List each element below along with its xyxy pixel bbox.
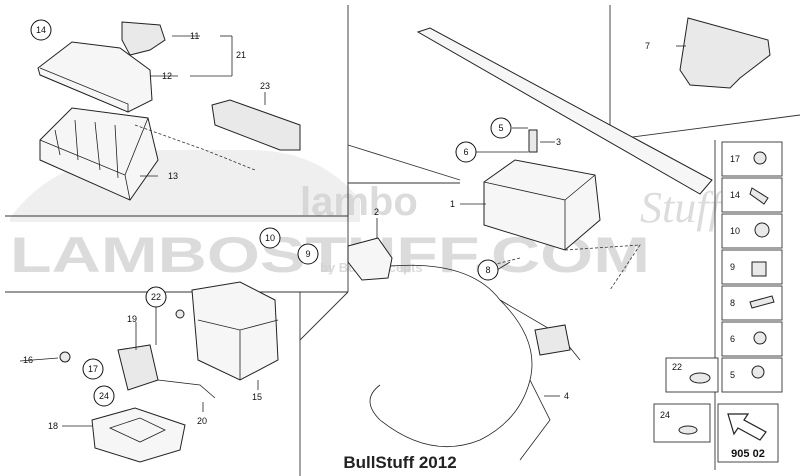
callout-13[interactable]: 13 xyxy=(168,171,178,181)
part-box-15 xyxy=(191,281,279,381)
fastener-legend: 17 14 10 9 8 6 5 22 24 905 02 xyxy=(653,141,783,463)
frame-diag-2 xyxy=(609,114,800,141)
legend-17[interactable]: 17 xyxy=(730,154,740,164)
part-battery-1 xyxy=(483,159,601,251)
callout-22[interactable]: 22 xyxy=(145,286,167,308)
callout-9[interactable]: 9 xyxy=(297,243,319,265)
svg-text:17: 17 xyxy=(88,364,98,374)
part-clip xyxy=(175,309,185,319)
callout-5[interactable]: 5 xyxy=(490,117,512,139)
direction-arrow-icon xyxy=(727,413,767,441)
frame-diag-3 xyxy=(299,291,349,341)
part-tray-13 xyxy=(39,107,159,201)
part-bolt-3 xyxy=(528,129,538,153)
callout-1[interactable]: 1 xyxy=(450,199,455,209)
svg-text:24: 24 xyxy=(99,391,109,401)
section-frames xyxy=(5,5,800,476)
callout-3[interactable]: 3 xyxy=(556,137,561,147)
part-tray-18 xyxy=(91,407,186,463)
svg-text:10: 10 xyxy=(265,233,275,243)
callout-16[interactable]: 16 xyxy=(23,355,33,365)
part-rail xyxy=(416,27,713,195)
callout-7[interactable]: 7 xyxy=(645,41,650,51)
svg-text:8: 8 xyxy=(485,265,490,275)
diagram-code: 905 02 xyxy=(731,448,765,460)
callout-19[interactable]: 19 xyxy=(127,314,137,324)
callout-12[interactable]: 12 xyxy=(162,71,172,81)
frame-diag-1 xyxy=(347,144,461,181)
callout-15[interactable]: 15 xyxy=(252,392,262,402)
part-module-2 xyxy=(347,237,393,281)
part-harness-4 xyxy=(369,264,581,461)
callout-10[interactable]: 10 xyxy=(259,227,281,249)
callout-21[interactable]: 21 xyxy=(236,50,246,60)
watermark-top: lambo xyxy=(300,180,418,224)
part-bracket-11 xyxy=(121,21,166,56)
callout-14[interactable]: 14 xyxy=(30,19,52,41)
legend-24[interactable]: 24 xyxy=(660,410,670,420)
callout-8[interactable]: 8 xyxy=(477,259,499,281)
svg-text:5: 5 xyxy=(498,123,503,133)
footer-credit: BullStuff 2012 xyxy=(343,453,456,472)
part-bracket-23 xyxy=(211,99,301,151)
watermark-script: Stuff xyxy=(640,183,726,232)
legend-14[interactable]: 14 xyxy=(730,190,740,200)
legend-5[interactable]: 5 xyxy=(730,370,735,380)
part-bracket-19 xyxy=(117,344,216,399)
legend-10[interactable]: 10 xyxy=(730,226,740,236)
svg-text:14: 14 xyxy=(36,25,46,35)
callout-6[interactable]: 6 xyxy=(455,141,477,163)
callout-17[interactable]: 17 xyxy=(82,358,104,380)
legend-6[interactable]: 6 xyxy=(730,334,735,344)
svg-text:6: 6 xyxy=(463,147,468,157)
callout-18[interactable]: 18 xyxy=(48,421,58,431)
legend-9[interactable]: 9 xyxy=(730,262,735,272)
part-lid-12 xyxy=(37,41,153,113)
legend-8[interactable]: 8 xyxy=(730,298,735,308)
svg-text:9: 9 xyxy=(305,249,310,259)
svg-text:22: 22 xyxy=(151,292,161,302)
callout-24[interactable]: 24 xyxy=(93,385,115,407)
legend-22[interactable]: 22 xyxy=(672,362,682,372)
part-cover-7 xyxy=(679,17,771,89)
leader-lines xyxy=(19,35,686,427)
callout-11[interactable]: 11 xyxy=(190,31,199,41)
callout-20[interactable]: 20 xyxy=(197,416,207,426)
part-screw-16 xyxy=(59,351,71,363)
callout-23[interactable]: 23 xyxy=(260,81,270,91)
callout-4[interactable]: 4 xyxy=(564,391,569,401)
callout-2[interactable]: 2 xyxy=(374,207,379,217)
